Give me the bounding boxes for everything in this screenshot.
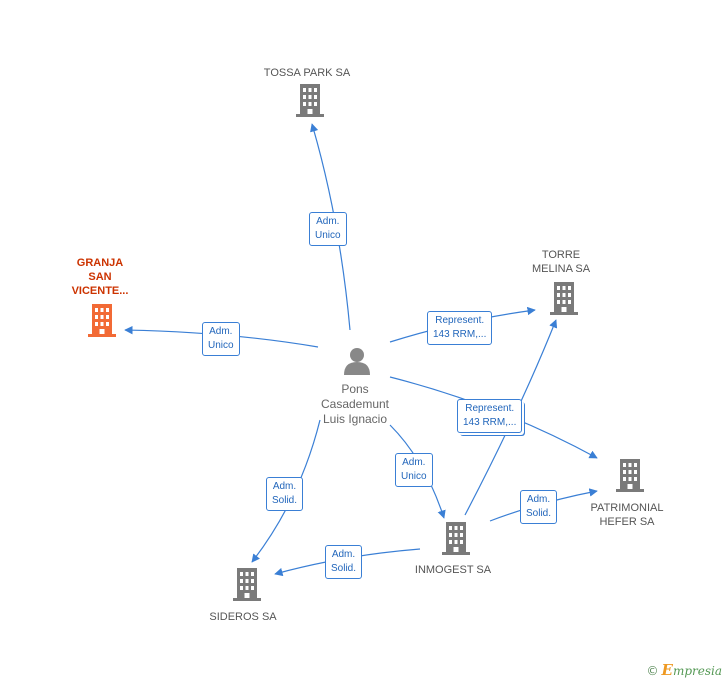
label-line: TOSSA PARK SA	[263, 67, 351, 79]
label-line: Represent.	[435, 315, 485, 326]
label-line: MELINA SA	[531, 263, 591, 275]
label-line: Adm.	[402, 457, 426, 468]
label-line: HEFER SA	[599, 516, 655, 528]
label-line: Unico	[401, 471, 427, 482]
label-line: Casademunt	[320, 397, 390, 411]
edge-label-tossa[interactable]: Adm. Unico	[309, 212, 347, 246]
node-label-person[interactable]: Pons Casademunt Luis Ignacio	[321, 382, 389, 427]
node-label-torre[interactable]: TORRE MELINA SA	[532, 248, 590, 276]
label-line: 143 RRM,...	[463, 417, 517, 428]
building-icon[interactable]	[442, 522, 470, 555]
edge-label-torre[interactable]: Represent. 143 RRM,...	[427, 311, 493, 345]
node-label-inmogest[interactable]: INMOGEST SA	[415, 563, 491, 577]
building-icon[interactable]	[88, 304, 116, 337]
label-line: Solid.	[526, 508, 552, 519]
node-label-granja[interactable]: GRANJA SAN VICENTE...	[72, 256, 129, 298]
copyright-notice: ©Empresia	[647, 661, 723, 679]
label-line: Adm.	[272, 481, 297, 492]
label-line: 143 RRM,...	[433, 329, 487, 340]
label-line: Adm.	[316, 216, 340, 227]
label-line: SIDEROS SA	[209, 611, 277, 623]
node-label-patrimonial[interactable]: PATRIMONIAL HEFER SA	[591, 501, 664, 529]
edge-label-inmogest[interactable]: Adm. Unico	[395, 453, 433, 487]
person-icon[interactable]	[344, 348, 370, 375]
building-icon[interactable]	[616, 459, 644, 492]
edge-label-sideros[interactable]: Adm. Solid.	[266, 477, 304, 511]
label-line: Adm.	[526, 494, 551, 505]
label-line: SAN	[88, 271, 112, 283]
building-icon[interactable]	[233, 568, 261, 601]
label-line: PATRIMONIAL	[590, 502, 664, 514]
label-line: Adm.	[209, 326, 233, 337]
label-line: Solid.	[272, 495, 298, 506]
label-line: TORRE	[541, 249, 581, 261]
edge-label-patrimonial[interactable]: Represent. 143 RRM,...	[457, 399, 523, 433]
label-line: Unico	[208, 340, 234, 351]
node-label-sideros[interactable]: SIDEROS SA	[209, 610, 276, 624]
copyright-icon: ©	[646, 664, 659, 678]
label-line: Solid.	[331, 563, 357, 574]
label-line: Adm.	[331, 549, 356, 560]
building-icon[interactable]	[296, 84, 324, 117]
brand-name: mpresia	[672, 664, 722, 678]
label-line: Luis Ignacio	[322, 412, 388, 426]
edge-label-granja[interactable]: Adm. Unico	[202, 322, 240, 356]
label-line: Pons	[341, 382, 369, 396]
brand-initial: E	[661, 661, 673, 679]
label-line: INMOGEST SA	[414, 564, 492, 576]
edge-label-inmogest-sideros[interactable]: Adm. Solid.	[325, 545, 363, 579]
label-line: Unico	[315, 230, 341, 241]
building-icon[interactable]	[550, 282, 578, 315]
label-line: VICENTE...	[71, 285, 129, 297]
node-label-tossa[interactable]: TOSSA PARK SA	[264, 66, 350, 80]
edge-label-inmogest-patrimonial[interactable]: Adm. Solid.	[520, 490, 558, 524]
label-line: GRANJA	[76, 257, 124, 269]
label-line: Represent.	[465, 403, 515, 414]
